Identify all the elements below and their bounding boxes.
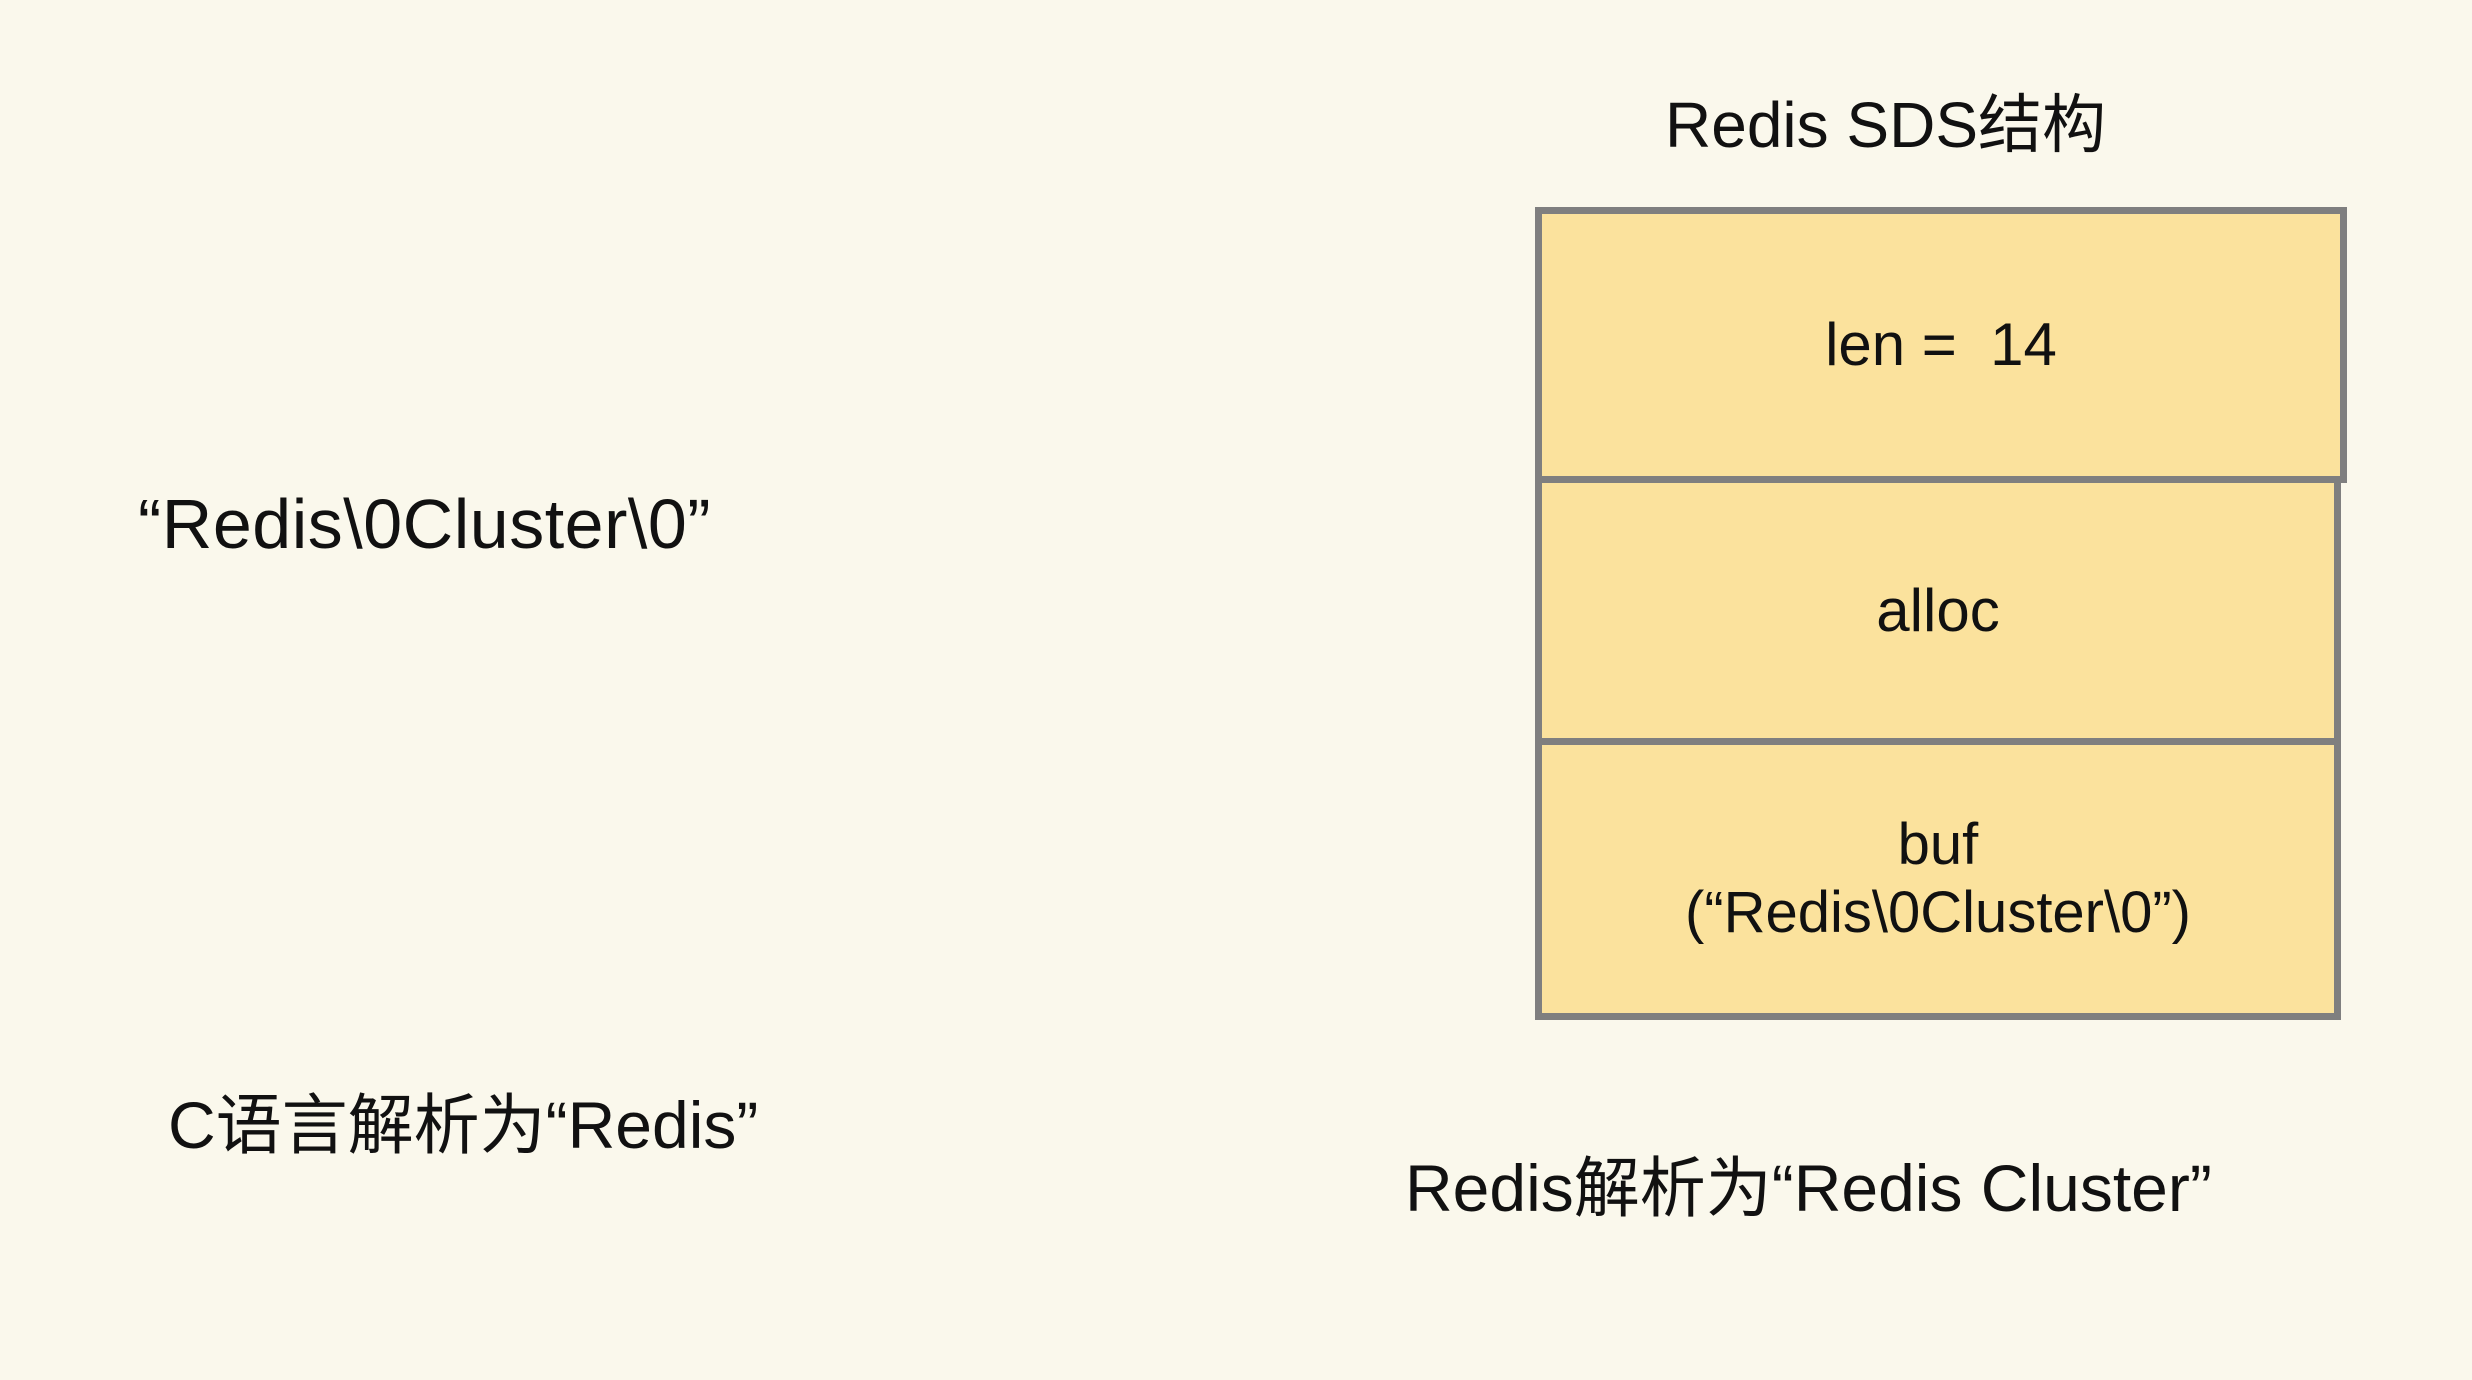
sds-field-buf: buf (“Redis\0Cluster\0”) xyxy=(1535,738,2341,1020)
sds-struct-box: len = 14 alloc buf (“Redis\0Cluster\0”) xyxy=(1535,207,2347,1020)
sds-field-len: len = 14 xyxy=(1535,207,2347,483)
raw-c-string-label: “Redis\0Cluster\0” xyxy=(138,485,712,563)
sds-field-len-label: len = 14 xyxy=(1825,311,2057,378)
sds-field-buf-label: buf (“Redis\0Cluster\0”) xyxy=(1685,811,2191,945)
sds-title: Redis SDS结构 xyxy=(1665,89,2106,161)
sds-field-alloc: alloc xyxy=(1535,476,2341,745)
redis-parse-caption: Redis解析为“Redis Cluster” xyxy=(1405,1151,2212,1225)
sds-field-alloc-label: alloc xyxy=(1876,576,2000,644)
c-parse-caption: C语言解析为“Redis” xyxy=(168,1088,759,1162)
